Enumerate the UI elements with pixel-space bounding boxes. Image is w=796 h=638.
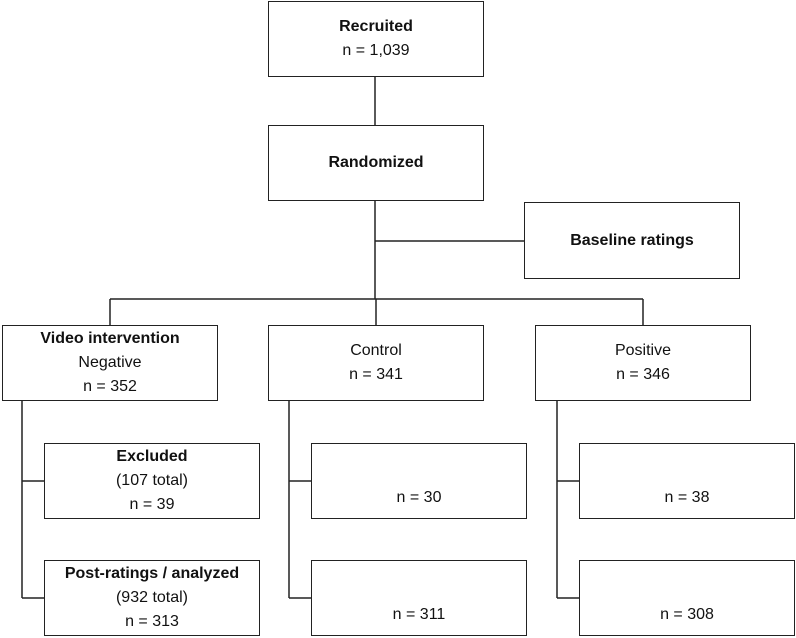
negative-analyzed-count: n = 313 bbox=[125, 613, 179, 630]
positive-excluded-count: n = 38 bbox=[664, 489, 710, 506]
control-arm-box: Control n = 341 bbox=[268, 325, 484, 401]
baseline-ratings-box: Baseline ratings bbox=[524, 202, 740, 279]
negative-excluded-box: Excluded (107 total) n = 39 bbox=[44, 443, 260, 519]
control-analyzed-box: n = 311 bbox=[311, 560, 527, 636]
baseline-ratings-title: Baseline ratings bbox=[570, 231, 694, 249]
positive-excluded-box: n = 38 bbox=[579, 443, 795, 519]
video-intervention-header: Video intervention bbox=[40, 330, 180, 347]
randomized-box: Randomized bbox=[268, 125, 484, 201]
negative-analyzed-box: Post-ratings / analyzed (932 total) n = … bbox=[44, 560, 260, 636]
recruited-count: n = 1,039 bbox=[342, 42, 410, 59]
positive-arm-count: n = 346 bbox=[616, 366, 670, 383]
analyzed-total: (932 total) bbox=[115, 589, 189, 606]
recruited-title: Recruited bbox=[339, 18, 413, 35]
control-excluded-box: n = 30 bbox=[311, 443, 527, 519]
excluded-title: Excluded bbox=[116, 448, 188, 465]
negative-arm-box: Video intervention Negative n = 352 bbox=[2, 325, 218, 401]
positive-arm-label: Positive bbox=[614, 342, 672, 359]
control-excluded-count: n = 30 bbox=[396, 489, 442, 506]
control-analyzed-count: n = 311 bbox=[392, 606, 446, 623]
negative-arm-count: n = 352 bbox=[83, 378, 137, 395]
control-arm-count: n = 341 bbox=[349, 366, 403, 383]
positive-arm-box: Positive n = 346 bbox=[535, 325, 751, 401]
positive-analyzed-box: n = 308 bbox=[579, 560, 795, 636]
analyzed-title: Post-ratings / analyzed bbox=[64, 565, 240, 582]
recruited-box: Recruited n = 1,039 bbox=[268, 1, 484, 77]
control-arm-label: Control bbox=[350, 342, 402, 359]
excluded-total: (107 total) bbox=[115, 472, 189, 489]
positive-analyzed-count: n = 308 bbox=[660, 606, 714, 623]
negative-excluded-count: n = 39 bbox=[129, 496, 175, 513]
negative-arm-label: Negative bbox=[78, 354, 142, 371]
randomized-title: Randomized bbox=[328, 154, 424, 171]
